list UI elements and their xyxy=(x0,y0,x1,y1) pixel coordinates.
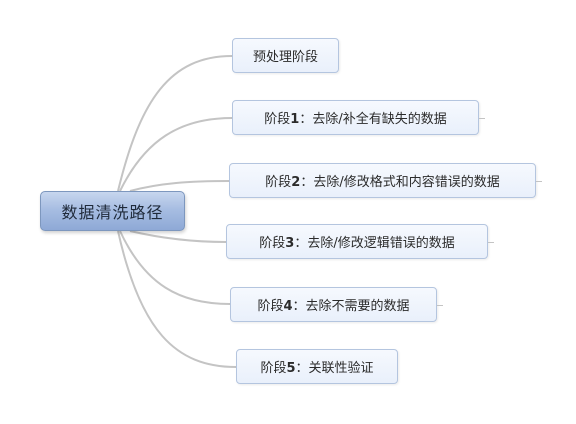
branch-node-stage-1[interactable]: 阶段1：去除/补全有缺失的数据 xyxy=(232,100,479,135)
branch-tail-stage-2 xyxy=(536,181,542,182)
connector-branch-3 xyxy=(129,230,227,243)
branch-node-stage-3[interactable]: 阶段3：去除/修改逻辑错误的数据 xyxy=(226,224,488,259)
branch-node-label: 阶段4：去除不需要的数据 xyxy=(257,299,410,314)
branch-node-label: 阶段5：关联性验证 xyxy=(260,361,374,376)
root-node-label: 数据清洗路径 xyxy=(61,203,164,222)
branch-node-stage-2[interactable]: 阶段2：去除/修改格式和内容错误的数据 xyxy=(229,163,536,198)
branch-node-label: 预处理阶段 xyxy=(252,50,318,65)
branch-node-label: 阶段2：去除/修改格式和内容错误的数据 xyxy=(265,175,500,190)
connector-branch-0 xyxy=(117,55,233,192)
branch-node-label: 阶段1：去除/补全有缺失的数据 xyxy=(264,112,447,127)
root-node[interactable]: 数据清洗路径 xyxy=(40,191,185,231)
branch-tail-stage-3 xyxy=(488,242,494,243)
branch-node-preprocess[interactable]: 预处理阶段 xyxy=(232,38,339,73)
branch-tail-stage-1 xyxy=(479,118,485,119)
branch-node-stage-5[interactable]: 阶段5：关联性验证 xyxy=(236,349,398,384)
connector-branch-4 xyxy=(119,230,231,305)
branch-tail-stage-4 xyxy=(437,305,443,306)
branch-node-label: 阶段3：去除/修改逻辑错误的数据 xyxy=(259,236,455,251)
connector-branch-1 xyxy=(119,117,233,192)
connector-branch-2 xyxy=(129,180,230,192)
branch-node-stage-4[interactable]: 阶段4：去除不需要的数据 xyxy=(230,287,437,322)
connector-branch-5 xyxy=(117,230,237,368)
